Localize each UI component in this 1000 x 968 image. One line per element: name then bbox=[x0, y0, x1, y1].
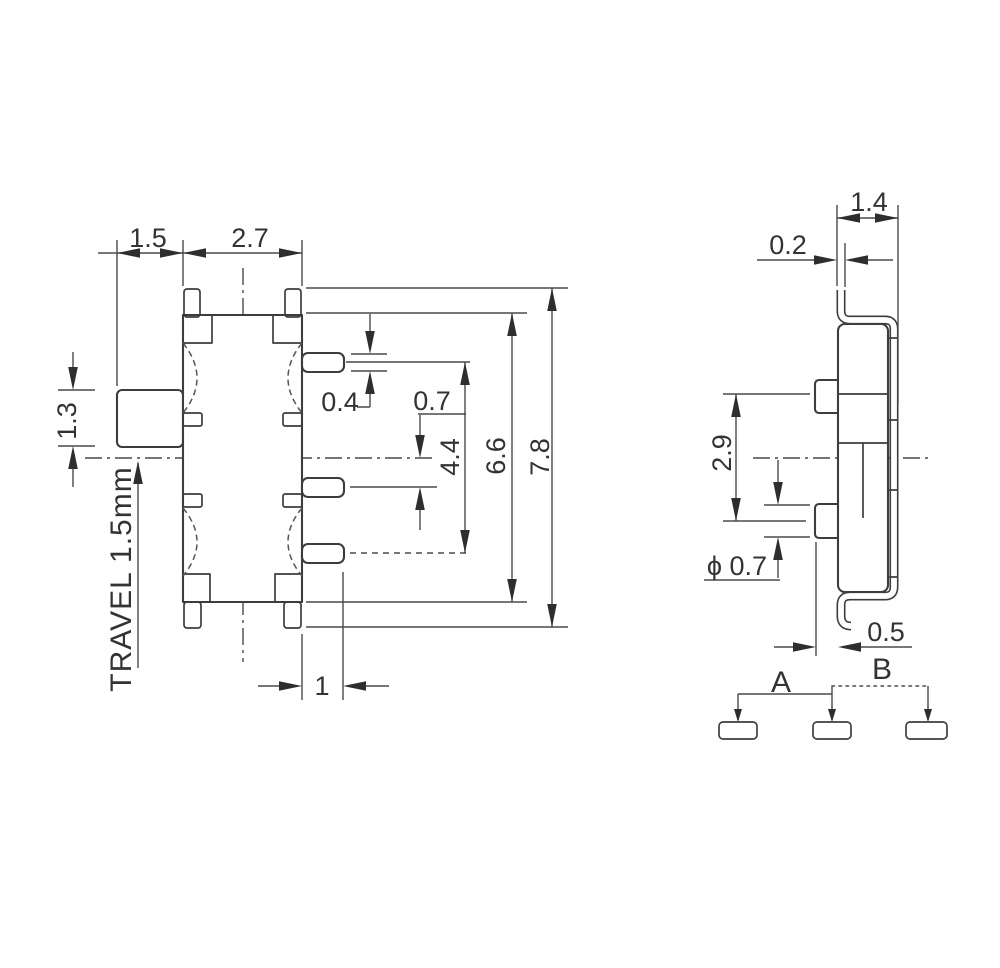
dim-label-bracket-thickness: 0.2 bbox=[769, 230, 807, 260]
dim-label-top-width: 1.4 bbox=[850, 187, 888, 217]
contact-tab-lower-right bbox=[282, 493, 303, 508]
dim-label-knob-height: 1.3 bbox=[52, 402, 82, 440]
dim-overall-height: 7.8 bbox=[306, 287, 568, 628]
dim-pin-pitch: 2.9 bbox=[707, 393, 810, 522]
terminal-pin-1 bbox=[300, 351, 346, 374]
terminal-pin-2 bbox=[300, 476, 346, 499]
switch-body bbox=[181, 313, 304, 604]
dim-top-width: 1.4 bbox=[836, 187, 899, 404]
side-body-detail-lines bbox=[839, 393, 887, 518]
dim-foot-offset: 0.5 bbox=[774, 542, 912, 656]
actuator-knob bbox=[115, 388, 185, 449]
mount-tab-bottom-left bbox=[183, 601, 202, 629]
dim-bracket-thickness: 0.2 bbox=[757, 230, 893, 287]
dim-label-body-height: 6.6 bbox=[481, 437, 511, 475]
dim-terminal-offset: 0.7 bbox=[350, 386, 466, 530]
travel-note-label: TRAVEL 1.5mm bbox=[105, 466, 138, 691]
dim-terminal-span: 4.4 bbox=[346, 361, 470, 554]
front-view bbox=[85, 268, 437, 662]
travel-annotation: TRAVEL 1.5mm bbox=[105, 461, 143, 692]
side-view bbox=[753, 290, 928, 631]
dim-knob-height: 1.3 bbox=[52, 352, 95, 487]
mount-tab-top-left bbox=[183, 288, 201, 318]
schematic-pad-3 bbox=[905, 721, 948, 740]
dim-terminal-thickness: 0.4 bbox=[321, 314, 387, 417]
dim-knob-length-and-body-width: 1.5 2.7 bbox=[98, 223, 303, 386]
dim-label-knob-length: 1.5 bbox=[129, 223, 167, 253]
dim-terminal-length: 1 bbox=[258, 572, 389, 701]
schematic-label-b: B bbox=[872, 653, 892, 686]
bracket-slot-ticks bbox=[889, 337, 897, 578]
dim-label-pin-diameter: ϕ 0.7 bbox=[707, 551, 767, 581]
dim-label-terminal-length: 1 bbox=[314, 671, 329, 701]
dim-label-foot-offset: 0.5 bbox=[867, 617, 905, 647]
dim-label-overall-height: 7.8 bbox=[525, 438, 555, 476]
contact-tab-lower-left bbox=[182, 493, 203, 508]
contact-tab-upper-right bbox=[282, 412, 303, 427]
metal-bracket-inner bbox=[838, 290, 897, 629]
contact-tab-upper-left bbox=[182, 412, 203, 427]
mount-tab-top-right bbox=[284, 288, 302, 318]
schematic-wires bbox=[737, 686, 929, 720]
shoulder-top-right bbox=[272, 314, 303, 344]
schematic-pad-1 bbox=[718, 721, 758, 740]
dim-label-pin-pitch: 2.9 bbox=[707, 434, 737, 472]
terminal-pin-3 bbox=[300, 542, 346, 565]
shoulder-top-left bbox=[182, 314, 213, 344]
dim-label-terminal-span: 4.4 bbox=[435, 438, 465, 476]
circuit-schematic: A B bbox=[718, 653, 948, 740]
dim-label-terminal-thickness: 0.4 bbox=[321, 387, 359, 417]
mount-tab-bottom-right bbox=[283, 601, 302, 629]
dim-pin-diameter: ϕ 0.7 bbox=[704, 460, 810, 581]
dim-label-terminal-offset: 0.7 bbox=[413, 386, 451, 416]
schematic-pad-2 bbox=[812, 721, 852, 740]
schematic-label-a: A bbox=[771, 666, 791, 699]
dim-label-body-width: 2.7 bbox=[231, 223, 269, 253]
